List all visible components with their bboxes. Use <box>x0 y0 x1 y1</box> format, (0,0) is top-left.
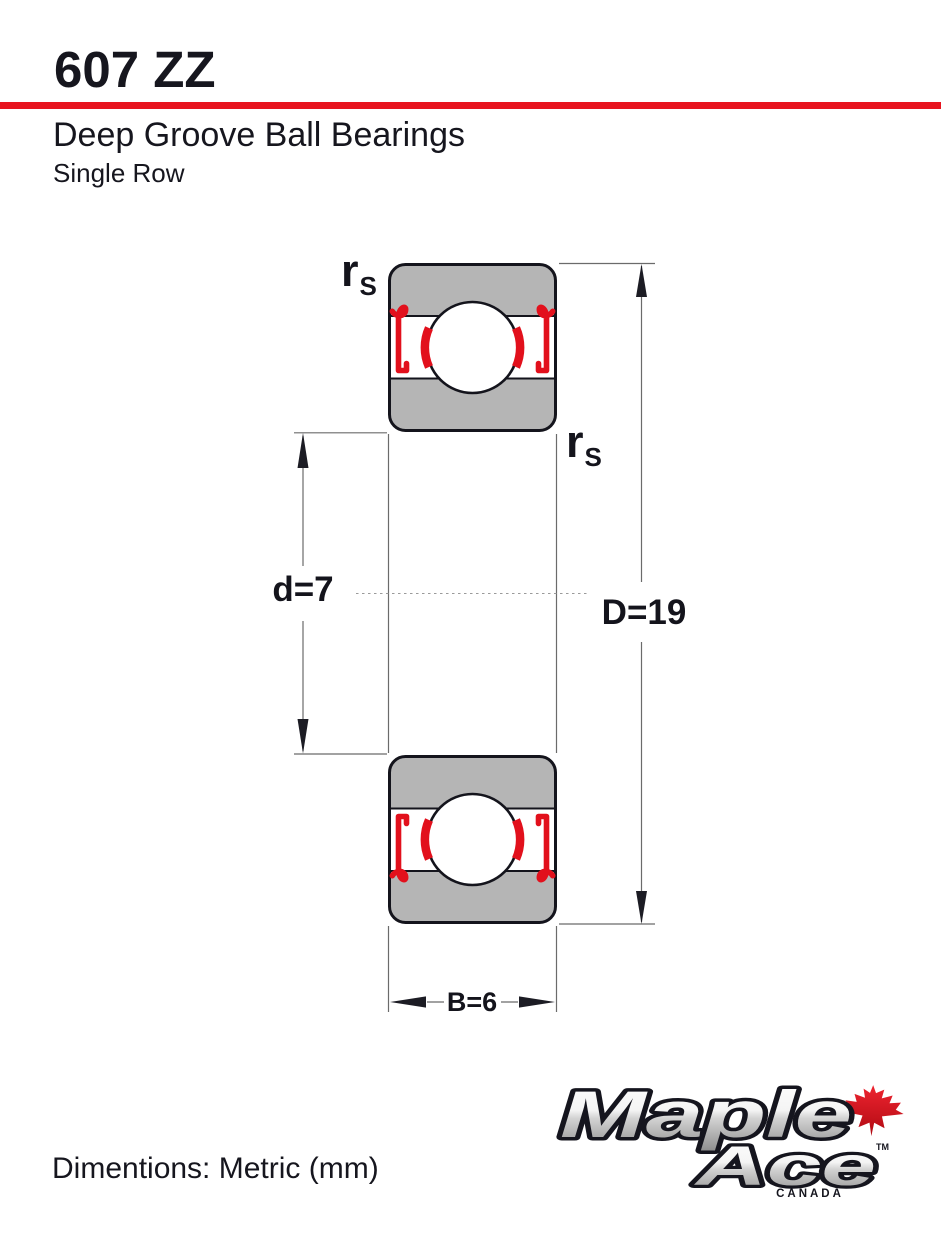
rs-label-sub: S <box>584 442 602 472</box>
logo-country: CANADA <box>776 1188 844 1200</box>
arrow-up-icon <box>297 433 309 468</box>
maple-leaf-icon <box>841 1085 904 1137</box>
rs-label-main: r <box>341 245 359 296</box>
logo-word-maple: Maple <box>560 1077 852 1151</box>
ring-outline <box>388 263 557 432</box>
rs-label-main: r <box>566 416 584 467</box>
product-line-subtitle: Deep Groove Ball Bearings <box>53 116 466 154</box>
corner-radius-label-top: rS <box>341 245 377 301</box>
page-title: 607 ZZ <box>54 41 216 98</box>
ball <box>425 300 520 395</box>
dimension-lines <box>294 262 655 1012</box>
bearing-section-top <box>388 263 557 432</box>
width-label: B=6 <box>446 987 498 1017</box>
corner-radius-label-bottom: rS <box>566 416 602 472</box>
arrow-right-icon <box>519 996 555 1008</box>
dimension-arrows <box>297 264 647 1008</box>
arrow-down-icon <box>297 719 309 754</box>
ring-body <box>389 264 556 431</box>
logo-trademark: TM <box>876 1142 889 1152</box>
dimensions-note: Dimentions: Metric (mm) <box>52 1152 379 1185</box>
row-type-subtitle: Single Row <box>53 158 185 188</box>
arrow-left-icon <box>390 996 426 1008</box>
bore-diameter-label: d=7 <box>272 570 334 609</box>
maple-ace-logo: Maple TM Ace CANADA <box>557 1074 904 1200</box>
arrow-down-icon <box>636 891 647 924</box>
title-divider <box>0 102 941 109</box>
arrow-up-icon <box>636 264 647 297</box>
raceway-strip <box>390 316 555 379</box>
outer-diameter-label: D=19 <box>601 593 687 632</box>
logo-word-ace: Ace <box>692 1134 876 1197</box>
rs-label-sub: S <box>359 271 377 301</box>
bearing-section-bottom <box>390 757 556 923</box>
